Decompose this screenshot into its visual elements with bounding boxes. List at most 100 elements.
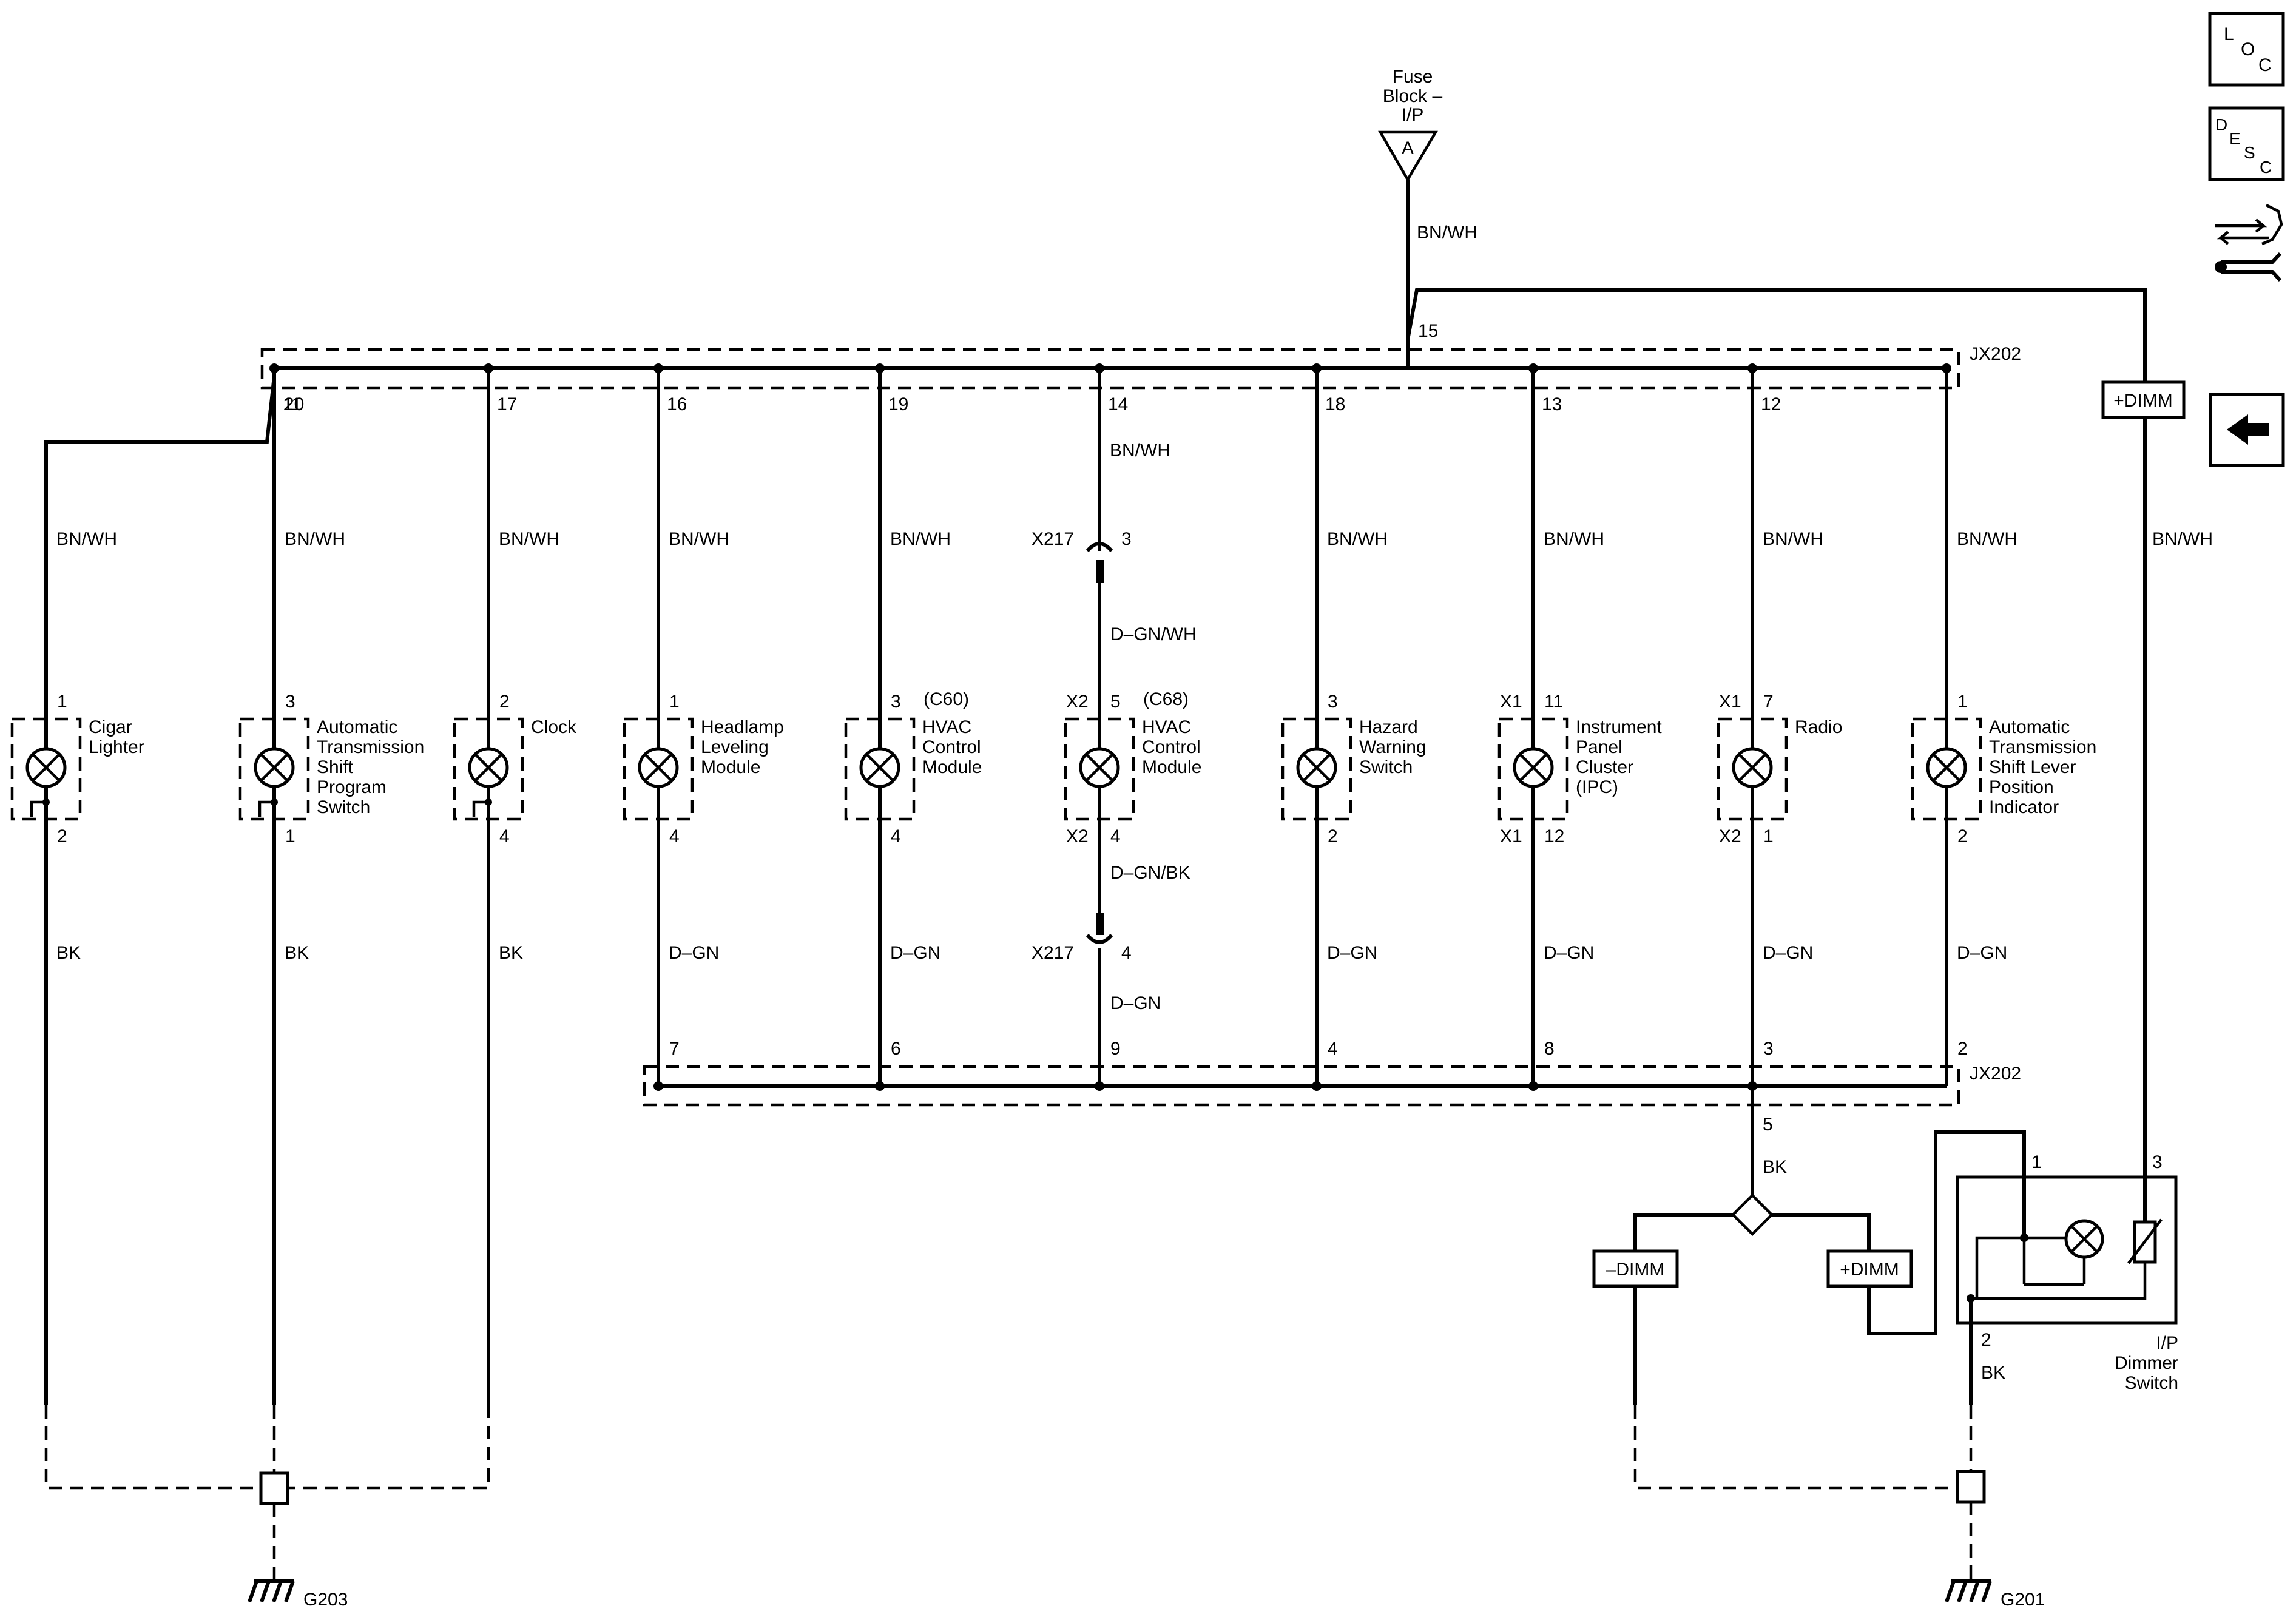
dimmer-feed-wire-color: BN/WH: [2152, 529, 2213, 549]
bottom-splice-out-pin: 5: [1763, 1115, 1773, 1135]
lamp-bottom-pin: 4: [891, 826, 901, 846]
lamp-top-connector: X1: [1500, 692, 1522, 712]
svg-text:+DIMM: +DIMM: [1840, 1260, 1899, 1280]
branch-9: [1717, 363, 1788, 1091]
component-name-line: Indicator: [1989, 797, 2059, 817]
ground-symbol-g201: G201: [1945, 1579, 2045, 1610]
dimmer-feed-tag: +DIMM: [2101, 380, 2186, 419]
lamp-bottom-pin: 4: [499, 826, 510, 846]
g201-label: G201: [2001, 1590, 2045, 1610]
ground-wire-color: BK: [499, 943, 523, 963]
component-name-line: Control: [1142, 737, 1201, 757]
dimmer-ground-wire-color: BK: [1981, 1363, 2005, 1383]
component-name-line: Transmission: [317, 737, 424, 757]
svg-text:+DIMM: +DIMM: [2113, 391, 2173, 411]
component-code: (C60): [923, 689, 969, 709]
component-name-line: Clock: [531, 717, 577, 737]
desc-letter-e: E: [2229, 129, 2241, 148]
return-wire-color: D–GN: [669, 943, 719, 963]
g203-connector: [259, 1471, 289, 1505]
component-name-line: Module: [701, 757, 760, 777]
top-splice-box: [260, 348, 1960, 390]
lamp-top-pin: 7: [1763, 692, 1774, 712]
branch-10: [1911, 363, 1982, 1086]
back-arrow-button[interactable]: [2209, 393, 2285, 467]
bottom-splice-pin: 4: [1328, 1039, 1338, 1059]
branch-wire-top: [44, 376, 276, 719]
branch-8: [1497, 363, 1569, 1091]
splice-node: [1095, 363, 1104, 373]
component-name-line: (IPC): [1576, 777, 1618, 797]
loc-button[interactable]: L O C: [2208, 12, 2285, 87]
fuse-block: Fuse Block – I/P A: [1378, 67, 1443, 183]
wire-color: BN/WH: [669, 529, 729, 549]
lamp-top-connector: X1: [1719, 692, 1741, 712]
bottom-splice-pin: 8: [1544, 1039, 1555, 1059]
x217-bottom-label: X217: [1032, 943, 1074, 963]
component-name-line: Hazard: [1359, 717, 1418, 737]
wire-color: BN/WH: [1110, 441, 1170, 461]
dimmer-name-line2: Dimmer: [2115, 1353, 2178, 1373]
lamp-bottom-pin: 12: [1544, 826, 1564, 846]
minus-dimm-dashed-ground: [1633, 1405, 1971, 1490]
component-name-line: Automatic: [317, 717, 397, 737]
bottom-splice-pin: 7: [669, 1039, 680, 1059]
splice-node: [269, 363, 279, 373]
minus-dimm-tag: –DIMM: [1592, 1249, 1679, 1288]
wire-color: BN/WH: [1957, 529, 2017, 549]
plus-dimm-wire: [1772, 1213, 1871, 1251]
bottom-splice-pin: 9: [1110, 1039, 1121, 1059]
return-wire-color: D–GN: [1327, 943, 1377, 963]
svg-text:–DIMM: –DIMM: [1606, 1260, 1665, 1280]
splice-pin: 17: [497, 394, 517, 414]
x217-inline-connector: X217 3 D–GN/WH D–GN/BK X217 4 D–GN: [1032, 529, 1197, 1013]
desc-letter-c: C: [2260, 158, 2272, 177]
lamp-bottom-connector: X1: [1500, 826, 1522, 846]
return-wire-color: D–GN: [1763, 943, 1813, 963]
connector-tool-icon[interactable]: [2215, 203, 2283, 282]
branch-3: [453, 363, 524, 1405]
desc-button[interactable]: D E S C: [2208, 106, 2285, 181]
component-name-line: Warning: [1359, 737, 1427, 757]
bottom-splice-pin: 6: [891, 1039, 901, 1059]
splitter-diamond: [1730, 1193, 1774, 1237]
splice-feed-pin: 15: [1418, 321, 1438, 341]
lamp-top-pin: 1: [1957, 692, 1968, 712]
component-name-line: Control: [922, 737, 981, 757]
loc-letter-l: L: [2224, 24, 2234, 44]
bottom-splice-pin: 3: [1763, 1039, 1774, 1059]
x217-top-pin: 3: [1121, 529, 1132, 549]
component-name-line: Cluster: [1576, 757, 1633, 777]
component-name-line: Module: [1142, 757, 1201, 777]
lamp-bottom-pin: 4: [1110, 826, 1121, 846]
component-name-line: Shift: [317, 757, 354, 777]
splice-pin: 18: [1325, 394, 1345, 414]
lamp-bottom-pin: 2: [1957, 826, 1968, 846]
ground-strap-icon: [258, 800, 274, 817]
component-name-line: Position: [1989, 777, 2054, 797]
component-name-line: Headlamp: [701, 717, 784, 737]
component-name-line: Switch: [317, 797, 370, 817]
return-wire-color: D–GN: [890, 943, 940, 963]
ground-wire-color: BK: [285, 943, 309, 963]
bottom-splice-box: [643, 1065, 1960, 1107]
dimmer-name-line3: Switch: [2125, 1373, 2178, 1393]
x217-mid-wire-color: D–GN/WH: [1110, 624, 1197, 644]
splice-node: [1528, 363, 1538, 373]
branch-4: [623, 363, 694, 1091]
lamp-bottom-connector: X2: [1066, 826, 1089, 846]
ground-strap-icon: [472, 800, 488, 817]
branches: 20BN/WH12CigarLighterBK11BN/WH31Automati…: [10, 363, 2096, 1405]
branch-6: [1064, 363, 1135, 1091]
fuse-label-line2: Block –: [1383, 86, 1443, 106]
return-wire-color: D–GN: [1544, 943, 1594, 963]
component-name-line: Lighter: [89, 737, 144, 757]
component-name-line: Module: [922, 757, 982, 777]
lamp-bottom-pin: 1: [285, 826, 295, 846]
x217-top-label: X217: [1032, 529, 1074, 549]
loc-letter-o: O: [2241, 39, 2255, 59]
splice-pin: 16: [667, 394, 687, 414]
lamp-bottom-pin: 1: [1763, 826, 1774, 846]
component-name-line: Automatic: [1989, 717, 2070, 737]
